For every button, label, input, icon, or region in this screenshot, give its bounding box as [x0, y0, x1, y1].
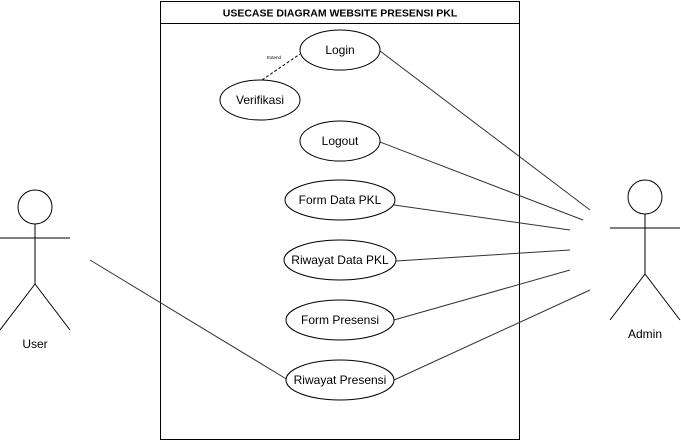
association-admin-form-data-pkl — [393, 204, 571, 231]
association-admin-riwayat-data-pkl — [395, 249, 571, 262]
association-admin-login — [379, 50, 591, 211]
usecase-form-data-pkl-label: Form Data PKL — [299, 193, 382, 207]
usecase-verifikasi: Verifikasi — [219, 79, 301, 121]
usecase-riwayat-presensi-label: Riwayat Presensi — [294, 373, 387, 387]
use-cases: Login Verifikasi Logout Form Data PKL Ri… — [219, 29, 397, 401]
usecase-login-label: Login — [325, 43, 354, 57]
stick-figure-icon — [0, 189, 71, 331]
usecase-riwayat-data-pkl: Riwayat Data PKL — [283, 239, 397, 281]
association-admin-form-presensi — [393, 269, 571, 321]
extend-relationship: Extend — [261, 53, 301, 81]
usecase-logout-label: Logout — [322, 134, 359, 148]
system-title: USECASE DIAGRAM WEBSITE PRESENSI PKL — [223, 8, 458, 20]
stick-figure-icon — [609, 179, 681, 321]
extend-label: Extend — [267, 55, 282, 60]
usecase-verifikasi-label: Verifikasi — [236, 93, 284, 107]
actor-admin-label: Admin — [628, 327, 662, 341]
actor-user-label: User — [22, 337, 47, 351]
usecase-logout: Logout — [299, 120, 381, 162]
association-admin-logout — [379, 141, 584, 221]
usecase-riwayat-presensi: Riwayat Presensi — [285, 359, 395, 401]
actor-admin: Admin — [609, 179, 681, 341]
usecase-riwayat-data-pkl-label: Riwayat Data PKL — [291, 253, 389, 267]
usecase-login: Login — [299, 29, 381, 71]
actor-user: User — [0, 189, 71, 351]
usecase-form-presensi: Form Presensi — [285, 299, 395, 341]
usecase-form-data-pkl: Form Data PKL — [284, 179, 396, 221]
associations — [89, 50, 591, 381]
association-admin-riwayat-presensi — [393, 289, 591, 381]
association-user-riwayat-presensi — [89, 259, 289, 381]
usecase-form-presensi-label: Form Presensi — [301, 313, 379, 327]
